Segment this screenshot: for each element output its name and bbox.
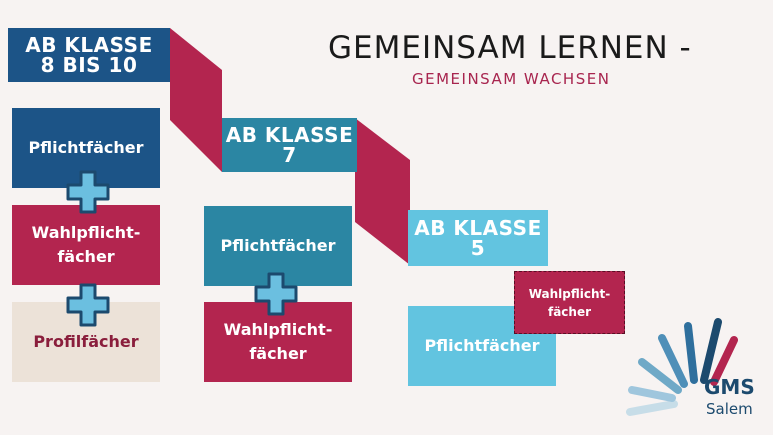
page-subtitle: GEMEINSAM WACHSEN [412, 70, 611, 88]
card-label-line2: fächer [57, 247, 115, 266]
plus-icon [66, 283, 110, 327]
page-title: GEMEINSAM LERNEN - [328, 30, 692, 66]
card-label-line1: Wahlpflicht- [223, 320, 333, 339]
stage-heading-line2: 7 [282, 143, 297, 167]
card-label: Pflichtfächer [424, 336, 540, 355]
card-wahlpflicht-5: Wahlpflicht- fächer [514, 271, 625, 334]
stage-heading-line2: 8 BIS 10 [40, 53, 138, 77]
card-wahlpflicht-8-10: Wahlpflicht- fächer [12, 205, 160, 285]
ribbon-segment-lower [355, 118, 410, 265]
card-label: Profilfächer [33, 332, 139, 351]
card-pflichtfaecher-7: Pflichtfächer [204, 206, 352, 286]
ribbon-segment-upper [170, 28, 222, 172]
card-label: Pflichtfächer [28, 138, 144, 157]
stage-heading-line1: AB KLASSE [25, 33, 153, 57]
gms-logo-icon [626, 318, 738, 416]
logo-name: GMS [704, 375, 755, 399]
card-label-line1: Wahlpflicht- [31, 223, 141, 242]
stage-heading-8-10: AB KLASSE 8 BIS 10 [8, 28, 170, 82]
card-pflichtfaecher-8-10: Pflichtfächer [12, 108, 160, 188]
card-label-line1: Wahlpflicht- [528, 286, 611, 301]
plus-icon [254, 272, 298, 316]
stage-heading-line2: 5 [470, 236, 486, 260]
card-label: Pflichtfächer [220, 236, 336, 255]
stage-heading-7: AB KLASSE 7 [222, 118, 357, 172]
card-label-line2: fächer [249, 344, 307, 363]
stage-heading-line1: AB KLASSE [225, 123, 354, 147]
logo-subtitle: Salem [706, 400, 753, 418]
card-label-line2: fächer [547, 304, 592, 319]
stage-heading-5: AB KLASSE 5 [408, 210, 548, 266]
stage-heading-line1: AB KLASSE [414, 216, 542, 240]
plus-icon [66, 170, 110, 214]
